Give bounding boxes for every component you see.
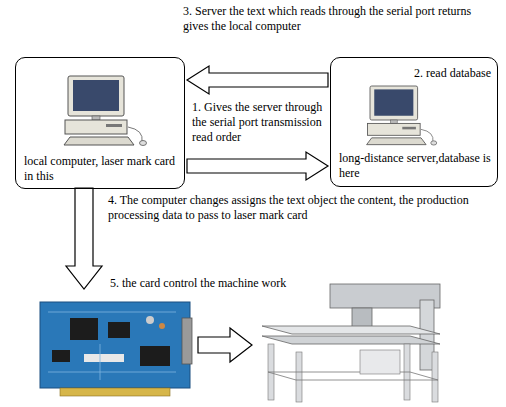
flow-arrow — [198, 328, 252, 362]
step-note: 4. The computer changes assigns the text… — [108, 193, 493, 223]
computer-icon — [64, 76, 147, 146]
laser-machine — [262, 284, 440, 402]
box-text: local computer, laser mark card in this — [24, 154, 178, 184]
computer-box: local computer, laser mark card in this — [15, 57, 185, 189]
server-box: 2. read database long-distance server,dat… — [330, 57, 498, 187]
step-note: 5. the card control the machine work — [110, 276, 340, 291]
computer-icon — [367, 86, 437, 145]
box-heading: 2. read database — [339, 66, 491, 81]
flow-arrow — [66, 188, 102, 289]
laser-mark-card — [40, 302, 192, 396]
box-text: long-distance server,database is here — [339, 151, 491, 181]
arrow-label: 1. Gives the server through the serial p… — [192, 100, 324, 145]
arrow-label: 3. Server the text which reads through t… — [183, 4, 483, 34]
flow-arrow — [187, 66, 328, 94]
flow-arrow — [187, 152, 328, 180]
